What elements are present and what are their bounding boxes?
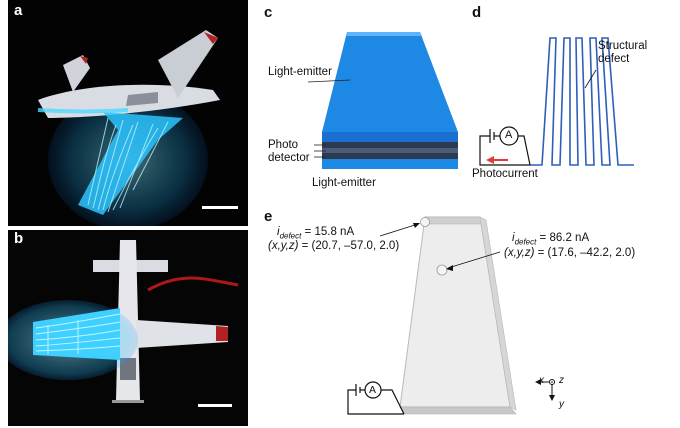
panel-label-d: d [472,4,482,21]
photo-panel-b [8,230,248,426]
i-value-right: = 86.2 nA [536,232,590,244]
current-arrow-icon [486,156,494,164]
coords-value-right: = (17.6, –42.2, 2.0) [534,247,636,259]
axis-y-label: y [559,399,564,410]
scale-bar-a [202,206,238,209]
photodetector-label-line2: detector [268,152,310,164]
i-value-left: = 15.8 nA [301,226,355,238]
serpentine-detector-diagram [479,37,634,166]
i-subscript-right: defect [514,237,537,247]
panel-label-e: e [264,208,273,225]
bottom-light-emitter-label: Light-emitter [312,177,376,189]
axis-z-label: z [559,375,564,386]
structural-defect-label-line1: Structural [598,40,648,52]
coords-label-left: (x,y,z) [268,240,299,252]
photodetector-label-line1: Photo [268,139,299,151]
ammeter-label-e: A [369,384,377,396]
scale-bar-b [198,404,232,407]
axis-x-label: x [539,375,544,386]
slab-defect-diagram [347,216,555,415]
photocurrent-label: Photocurrent [472,168,538,180]
defect-current-right: idefect = 86.2 nA [512,232,589,248]
layered-device-diagram [307,32,458,169]
coords-label-right: (x,y,z) [504,247,535,259]
defect-coords-left: (x,y,z) = (20.7, –57.0, 2.0) [268,240,399,253]
ammeter-label: A [505,129,513,141]
defect-marker-1 [420,217,430,227]
panel-label-c: c [264,4,273,21]
coords-value-left: = (20.7, –57.0, 2.0) [298,240,400,252]
axes-icon [535,379,555,401]
defect-coords-right: (x,y,z) = (17.6, –42.2, 2.0) [504,247,635,260]
defect-marker-2 [436,264,448,276]
top-light-emitter-label: Light-emitter [268,66,332,78]
panel-label-b: b [14,230,24,247]
i-symbol-left: i [277,226,280,238]
structural-defect-label-line2: defect [598,53,630,65]
panel-label-a: a [14,2,23,19]
photo-panel-a [8,0,248,226]
defect-current-left: idefect = 15.8 nA [277,226,354,242]
i-symbol-right: i [512,232,515,244]
i-subscript-left: defect [279,231,302,241]
